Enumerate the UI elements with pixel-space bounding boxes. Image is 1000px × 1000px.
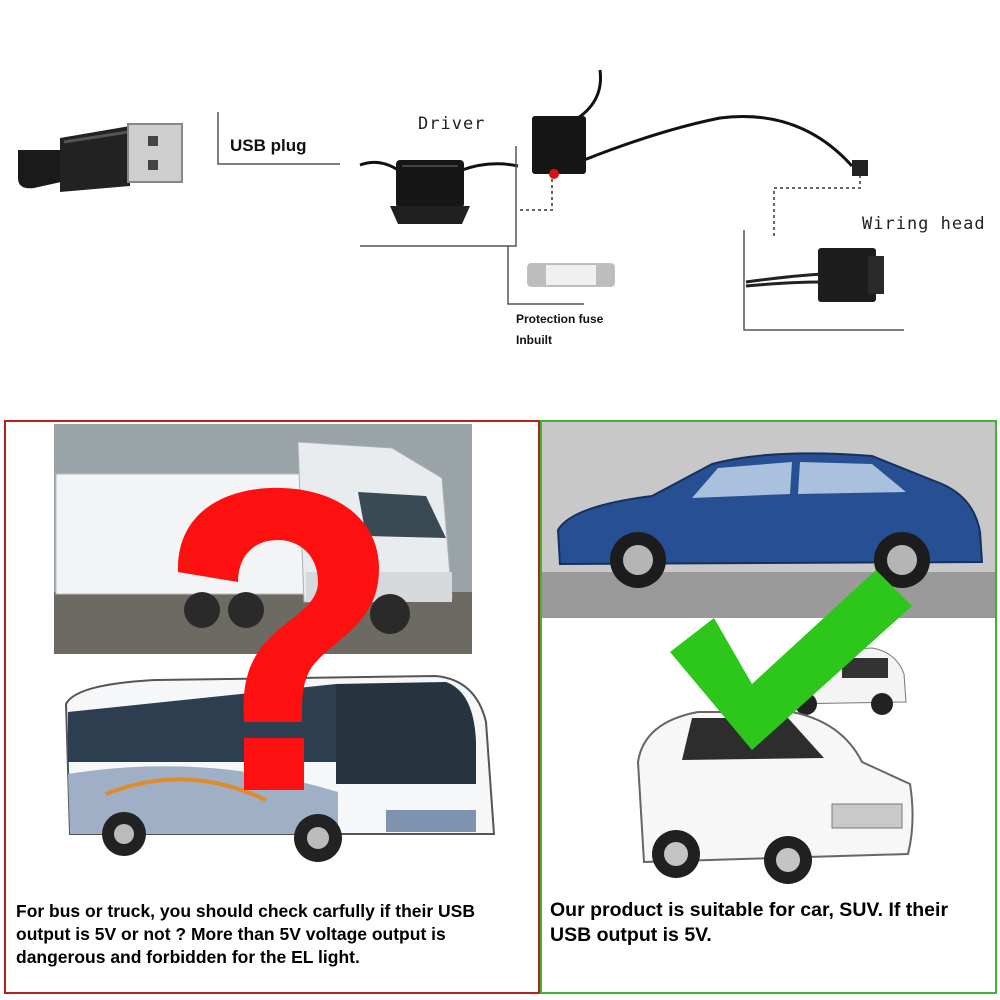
fuse-icon xyxy=(527,263,615,287)
fuse-callout xyxy=(507,246,584,305)
wiring-diagram-graphic xyxy=(18,69,904,331)
sedan-image xyxy=(542,422,995,618)
check-mark-icon xyxy=(670,570,912,750)
bus-truck-caption: For bus or truck, you should check carfu… xyxy=(16,901,475,967)
bus-truck-panel: For bus or truck, you should check carfu… xyxy=(4,420,540,994)
bus-truck-illustration xyxy=(54,424,496,862)
driver-callout xyxy=(360,146,517,247)
fuse-label-line2: Inbuilt xyxy=(516,333,552,347)
car-suv-caption: Our product is suitable for car, SUV. If… xyxy=(550,899,949,946)
wiring-head-callout xyxy=(743,230,904,331)
usb-plug-label: USB plug xyxy=(230,136,307,155)
car-suv-panel: Our product is suitable for car, SUV. If… xyxy=(540,420,997,994)
wiring-head-icon xyxy=(745,248,884,302)
driver-label: Driver xyxy=(418,114,486,134)
wiring-head-label: Wiring head xyxy=(862,214,986,234)
suv-large-image xyxy=(636,711,914,884)
fuse-label-line1: Protection fuse xyxy=(516,312,604,326)
usb-plug-callout xyxy=(217,112,340,165)
driver-icon xyxy=(359,160,519,224)
usb-plug-icon xyxy=(18,123,183,192)
wiring-diagram: USB plug Driver Protection fuse Inbuilt … xyxy=(0,0,1000,400)
car-suv-illustration xyxy=(542,422,995,884)
switch-box-icon xyxy=(532,69,868,179)
question-mark-icon xyxy=(177,487,380,790)
